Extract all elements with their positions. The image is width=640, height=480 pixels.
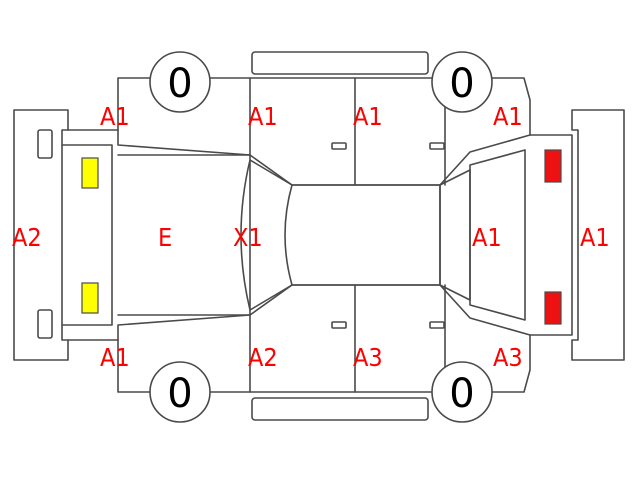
code-front-door-bottom: A2 [248, 343, 278, 372]
svg-text:0: 0 [449, 61, 474, 107]
car-body [61, 77, 573, 393]
code-rear-quarter-top: A1 [493, 102, 523, 131]
top-side-step [251, 51, 429, 75]
code-rear-door-bottom: A3 [353, 343, 383, 372]
code-windshield: X1 [233, 223, 263, 252]
code-rear-quarter-bottom: A3 [493, 343, 523, 372]
svg-text:0: 0 [167, 61, 192, 107]
code-front-bumper: A2 [12, 223, 42, 252]
tire-front-right: 0 [149, 361, 211, 423]
code-front-door-top: A1 [248, 102, 278, 131]
bottom-side-step [251, 397, 429, 421]
tire-rear-left: 0 [431, 51, 493, 113]
tire-rear-right: 0 [431, 361, 493, 423]
headlight-top [81, 157, 99, 189]
tire-front-left: 0 [149, 51, 211, 113]
code-front-fender-bottom: A1 [100, 343, 130, 372]
code-front-fender-top: A1 [100, 102, 130, 131]
front-bumper [13, 109, 69, 361]
taillight-top [544, 149, 562, 183]
svg-text:0: 0 [449, 371, 474, 417]
code-hood: E [158, 223, 172, 252]
code-trunk: A1 [472, 223, 502, 252]
rear-bumper [571, 109, 625, 361]
taillight-bottom [544, 291, 562, 325]
code-rear-door-top: A1 [353, 102, 383, 131]
code-rear-bumper: A1 [580, 223, 610, 252]
headlight-bottom [81, 282, 99, 314]
svg-text:0: 0 [167, 371, 192, 417]
